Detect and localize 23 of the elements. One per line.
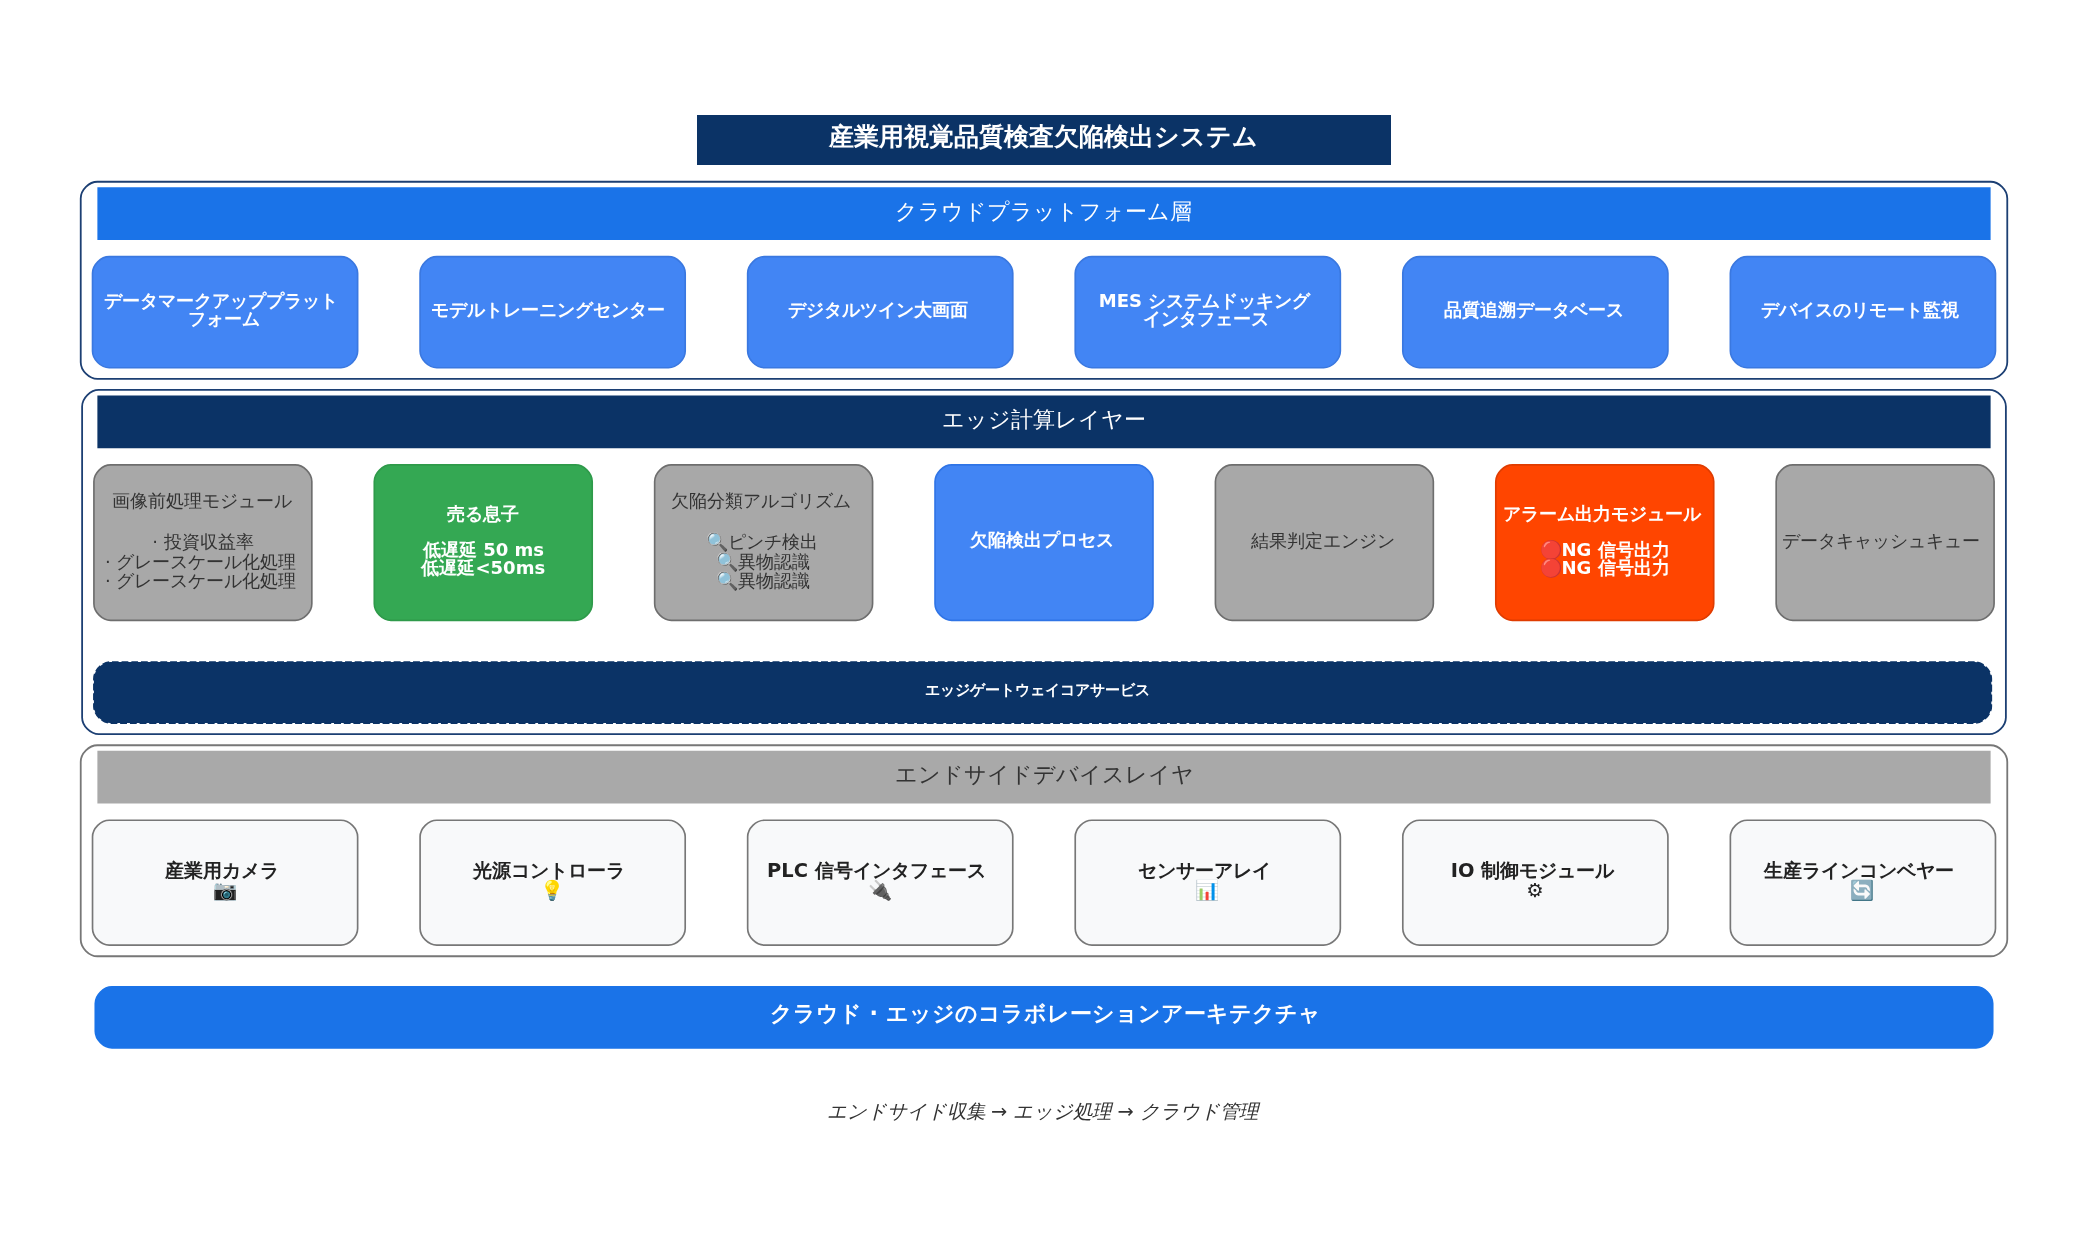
node-box: データマークアッププラットフォーム <box>91 255 359 369</box>
node-box: 光源コントローラ 💡 <box>419 818 687 946</box>
diagram-title: 産業用視覚品質検査欠陥検出システム <box>828 121 1258 151</box>
caption: エンドサイド収集 → エッジ処理 → クラウド管理 <box>826 1099 1259 1123</box>
node-box: 欠陥検出プロセス <box>934 463 1154 621</box>
node-box: PLC 信号インタフェース 🔌 <box>746 818 1014 946</box>
node-box: MES システムドッキングインタフェース <box>1074 255 1342 369</box>
node-box: 売る息子 低遅延 50 ms 低遅延<50ms <box>373 463 594 621</box>
node-box: アラーム出力モジュール 🔴NG 信号出力 🔴NG 信号出力 <box>1494 463 1715 621</box>
node-box: 画像前処理モジュール · 投資収益率 · グレースケール化処理 · グレースケール化処理 <box>93 463 313 621</box>
node-box: 結果判定エンジン <box>1214 463 1435 621</box>
node-box: エッジゲートウェイコアサービス <box>93 660 1993 724</box>
node-box: 欠陥分類アルゴリズム 🔍ピンチ検出 🔍異物認識 🔍異物認識 <box>653 463 874 621</box>
node-box: センサーアレイ 📊 <box>1074 818 1342 946</box>
node-box: 品質追溯データベース <box>1401 255 1669 369</box>
node-box: データキャッシュキュー <box>1775 463 1995 621</box>
node-box: デジタルツイン大画面 <box>746 255 1014 369</box>
node-box: IO 制御モジュール ⚙ <box>1401 818 1669 946</box>
node-box: 生産ラインコンベヤー 🔄 <box>1729 818 1997 946</box>
node-box: モデルトレーニングセンター <box>419 255 687 369</box>
node-box: 産業用カメラ 📷 <box>91 818 359 946</box>
node-box: デバイスのリモート監視 <box>1729 255 1997 369</box>
node-box: クラウド · エッジのコラボレーションアーキテクチャ <box>94 985 1994 1049</box>
